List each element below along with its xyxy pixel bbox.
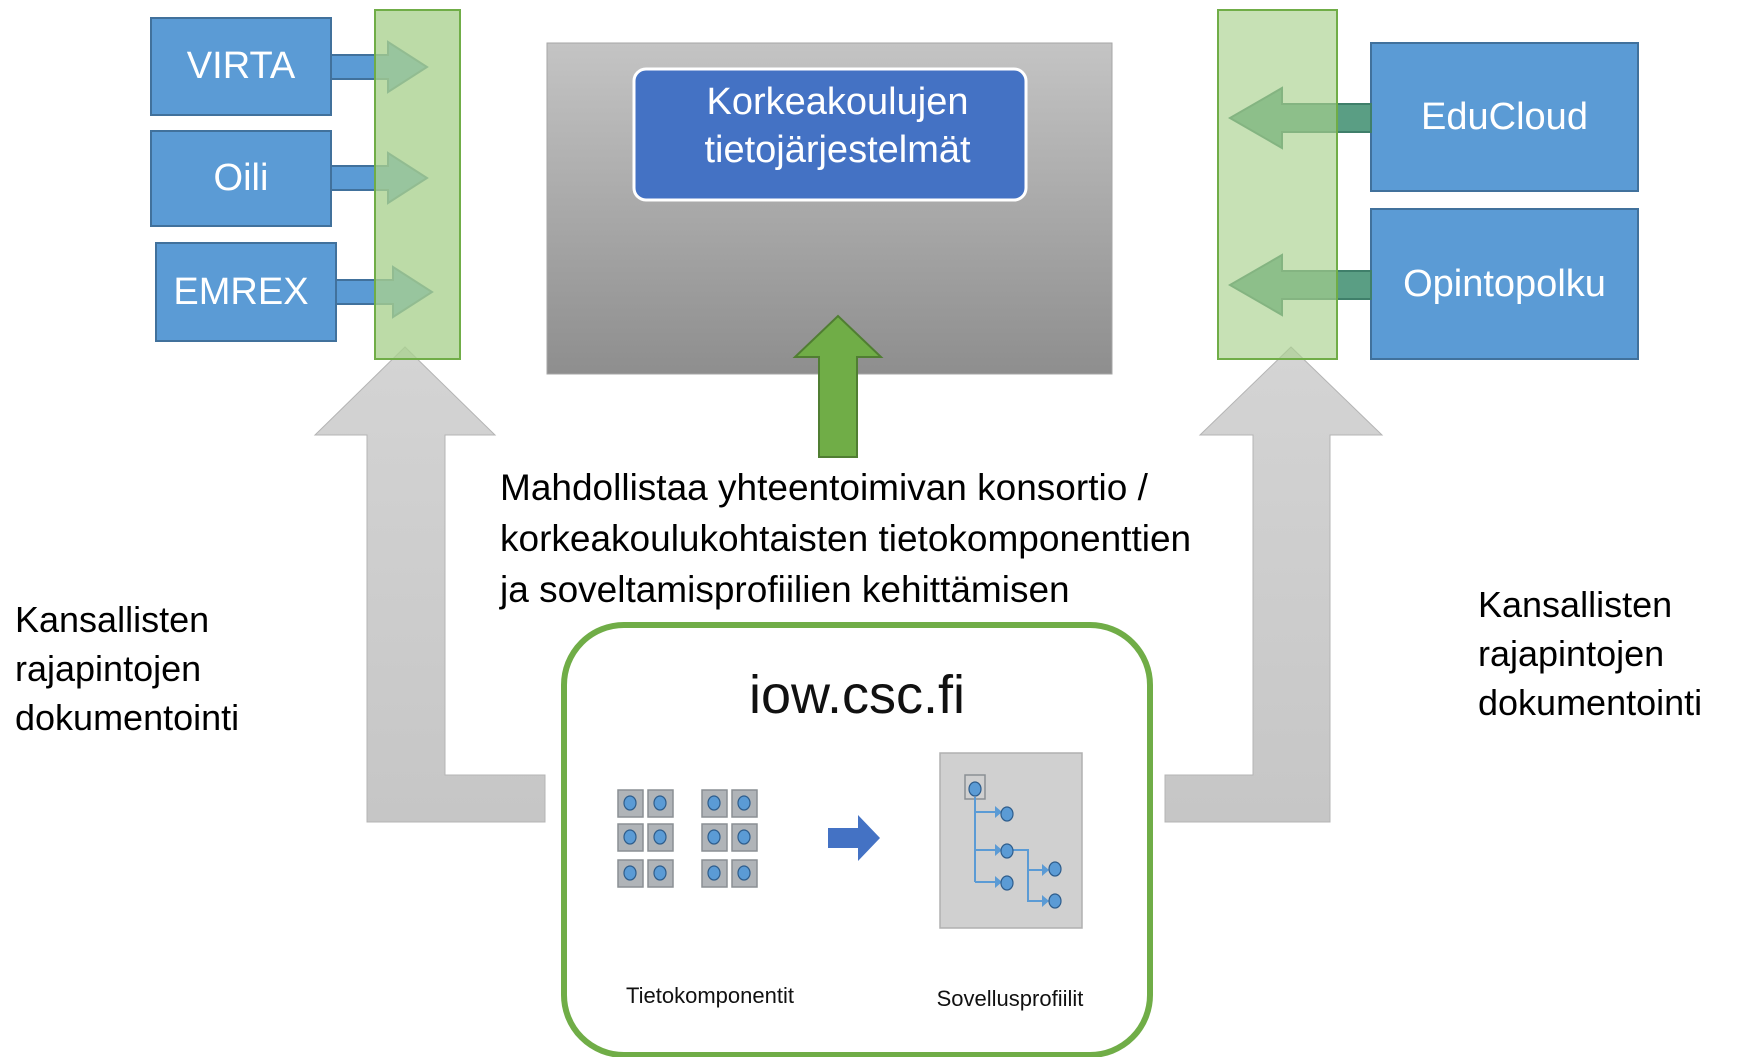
systems-title: Korkeakoulujen tietojärjestelmät <box>645 60 1030 192</box>
systems-title-line1: Korkeakoulujen <box>706 81 969 123</box>
opintopolku-box <box>1370 208 1639 360</box>
oili-box <box>150 130 332 227</box>
left-caption-line3: dokumentointi <box>15 697 240 738</box>
components-grid-2-dots <box>707 795 751 881</box>
enables-arrow <box>792 314 884 458</box>
emrex-label: EMREX <box>173 270 309 313</box>
profiles-label: Sovellusprofiilit <box>936 986 1084 1011</box>
transform-arrow <box>828 815 880 861</box>
virta-box <box>150 17 332 116</box>
virta-label: VIRTA <box>186 45 296 87</box>
systems-title-line2: tietojärjestelmät <box>704 129 971 171</box>
systems-title-box <box>632 67 1028 202</box>
left-interface-panel <box>374 9 461 360</box>
enables-text-line3: ja soveltamisprofiilien kehittämisen <box>500 569 1070 610</box>
profile-tree-icon <box>964 774 1062 909</box>
educloud-label: EduCloud <box>1421 95 1588 138</box>
right-caption-line3: dokumentointi <box>1478 682 1703 723</box>
right-caption-line1: Kansallisten <box>1478 584 1673 625</box>
left-caption-line2: rajapintojen <box>15 648 202 689</box>
components-label: Tietokomponentit <box>626 983 794 1008</box>
oili-label: Oili <box>213 157 269 199</box>
enables-text-line1: Mahdollistaa yhteentoimivan konsortio / <box>500 467 1148 508</box>
educloud-box <box>1370 42 1639 192</box>
left-caption: Kansallisten rajapintojen dokumentointi <box>15 595 239 742</box>
left-caption-line1: Kansallisten <box>15 599 210 640</box>
left-elbow-arrow <box>313 346 546 823</box>
right-caption-line2: rajapintojen <box>1478 633 1665 674</box>
enables-text-line2: korkeakoulukohtaisten tietokomponenttien <box>500 518 1192 559</box>
opintopolku-label: Opintopolku <box>1403 262 1606 305</box>
iow-title: iow.csc.fi <box>748 665 966 725</box>
right-elbow-arrow <box>1164 346 1384 823</box>
enables-text: Mahdollistaa yhteentoimivan konsortio / … <box>500 462 1191 615</box>
right-caption: Kansallisten rajapintojen dokumentointi <box>1478 580 1702 727</box>
emrex-box <box>155 242 337 342</box>
right-interface-panel <box>1217 9 1338 360</box>
components-grid-1-dots <box>623 795 667 881</box>
